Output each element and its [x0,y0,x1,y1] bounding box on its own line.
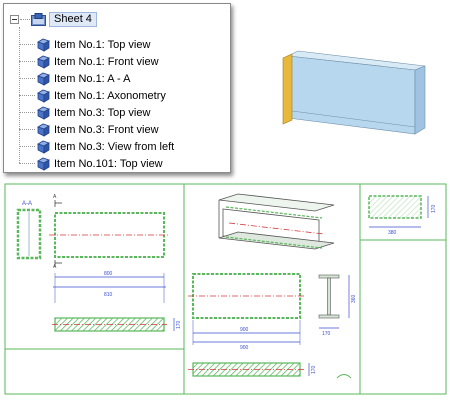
tree-connector [19,112,35,113]
i-section-flange [318,314,340,319]
tree-root-row[interactable]: Sheet 4 [10,11,97,27]
tree-item-label: Item No.1: Axonometry [54,89,166,102]
beam-end-plate [282,53,293,125]
center-line [228,222,325,235]
dim-380: 380 [388,230,397,236]
sheet-icon [31,12,46,26]
tree-connector [19,146,35,147]
tree-connector [19,129,35,130]
section-view [16,208,42,260]
view-cube-icon [37,157,50,171]
tree-item-label: Item No.1: A - A [54,72,131,85]
beam-edge-line [291,110,416,128]
view-cube-icon [37,89,50,103]
section-label: A-A [22,201,32,207]
tree-root-label[interactable]: Sheet 4 [49,11,97,27]
tree-item[interactable]: Item No.1: Top view [19,36,150,53]
drawing-sheet: A-A A A 800 810 170 900 900 360 [4,183,447,395]
cut-marker-top: A [53,194,57,200]
weld-symbol [336,374,352,379]
tree-connector [20,18,30,20]
axo-weld [225,236,323,249]
i-section-flange [318,274,340,279]
tree-item-label: Item No.101: Top view [54,157,163,170]
tree-item-label: Item No.3: Top view [54,106,151,119]
tree-item[interactable]: Item No.101: Top view [19,155,163,172]
dim-900: 900 [240,327,249,333]
dim-900-total: 900 [240,345,249,351]
tree-connector [19,95,35,96]
tree-item[interactable]: Item No.1: Front view [19,53,159,70]
dim-170-item3: 170 [322,331,331,337]
axo-top-flange [218,193,335,212]
collapse-toggle-icon[interactable] [10,14,19,24]
tree-connector [19,44,35,45]
view-cube-icon [37,38,50,52]
dim-800: 800 [104,271,113,277]
tree-item[interactable]: Item No.1: A - A [19,70,130,87]
view-cube-icon [37,140,50,154]
dim-170: 170 [176,320,182,329]
tree-item-label: Item No.3: Front view [54,123,159,136]
axo-bottom-flange [218,231,335,250]
tree-item[interactable]: Item No.3: View from left [19,138,174,155]
i-section-web [327,277,331,316]
beam-web-face [287,55,416,135]
tree-item-label: Item No.3: View from left [54,140,175,153]
view-cube-icon [37,123,50,137]
view-cube-icon [37,55,50,69]
tree-connector [19,78,35,79]
beam-side-face [414,65,426,135]
tree-item[interactable]: Item No.3: Front view [19,121,159,138]
axonometry-view [218,193,335,250]
tree-item[interactable]: Item No.3: Top view [19,104,150,121]
dim-810: 810 [104,292,113,298]
dim-170-plate: 170 [431,204,437,213]
dim-170-top: 170 [311,365,317,374]
dim-360: 360 [351,294,357,303]
sheet-tree-panel: Sheet 4 Item No.1: Top view Item No.1: F… [3,3,231,173]
tree-connector [19,61,35,62]
tree-item-label: Item No.1: Top view [54,38,151,51]
view-cube-icon [37,106,50,120]
axo-weld [225,206,323,219]
tree-item[interactable]: Item No.1: Axonometry [19,87,166,104]
beam-3d-preview [282,50,426,135]
tree-connector [19,163,35,164]
view-cube-icon [37,72,50,86]
plate-view-item101 [368,195,422,219]
tree-item-label: Item No.1: Front view [54,55,159,68]
left-view-item3 [318,274,340,319]
